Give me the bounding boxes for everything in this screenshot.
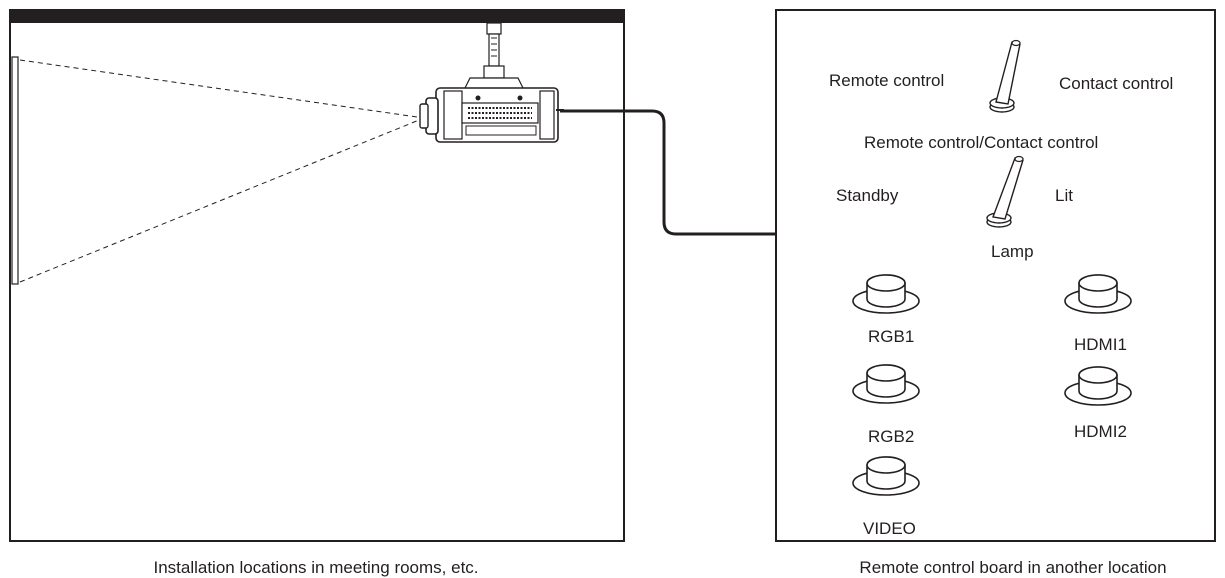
switch1-right-label: Contact control xyxy=(1059,74,1173,93)
hdmi1-button[interactable]: HDMI1 xyxy=(1064,274,1132,354)
push-button-icon xyxy=(1064,366,1132,406)
remote-board-panel: Remote control Contact control Remote co… xyxy=(775,9,1216,577)
switch1-name: Remote control/Contact control xyxy=(864,133,1098,152)
room-caption: Installation locations in meeting rooms,… xyxy=(153,558,478,577)
rgb2-label: RGB2 xyxy=(868,427,914,446)
board-caption: Remote control board in another location xyxy=(859,558,1166,577)
projection-screen-icon xyxy=(11,56,19,285)
video-button[interactable]: VIDEO xyxy=(852,456,920,538)
toggle-lever-icon xyxy=(989,39,1021,113)
rgb1-button[interactable]: RGB1 xyxy=(852,274,920,346)
ceiling-bar xyxy=(10,10,624,23)
lamp-toggle-switch[interactable]: Standby Lit Lamp xyxy=(836,155,1073,262)
switch2-name: Lamp xyxy=(991,242,1034,261)
ceiling-mount-icon xyxy=(463,22,525,91)
push-button-icon xyxy=(852,456,920,496)
rgb2-button[interactable]: RGB2 xyxy=(852,364,920,446)
projector-icon xyxy=(419,87,564,143)
hdmi1-label: HDMI1 xyxy=(1074,335,1127,354)
hdmi2-label: HDMI2 xyxy=(1074,422,1127,441)
switch2-right-label: Lit xyxy=(1055,186,1073,205)
push-button-icon xyxy=(852,274,920,314)
meeting-room-panel: Installation locations in meeting rooms,… xyxy=(9,9,625,577)
mode-toggle-switch[interactable]: Remote control Contact control Remote co… xyxy=(829,39,1173,153)
connection-cable xyxy=(560,109,776,236)
toggle-lever-icon xyxy=(986,155,1024,228)
projection-beam xyxy=(19,59,425,283)
switch2-left-label: Standby xyxy=(836,186,899,205)
video-label: VIDEO xyxy=(863,519,916,538)
rgb1-label: RGB1 xyxy=(868,327,914,346)
switch1-left-label: Remote control xyxy=(829,71,944,90)
hdmi2-button[interactable]: HDMI2 xyxy=(1064,366,1132,441)
push-button-icon xyxy=(852,364,920,404)
push-button-icon xyxy=(1064,274,1132,314)
